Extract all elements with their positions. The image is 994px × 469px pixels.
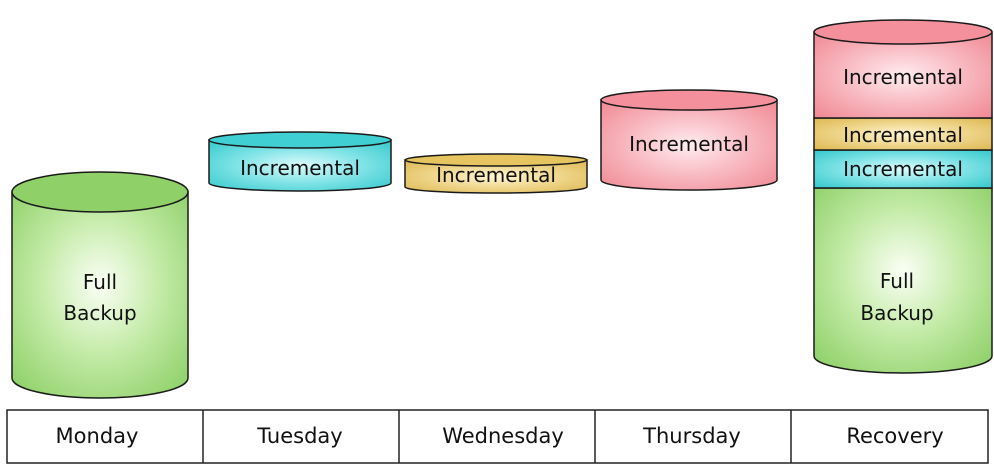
recovery-base-label-line1: Full bbox=[880, 269, 914, 293]
recovery-top-label: Incremental bbox=[843, 65, 963, 89]
monday-cylinder-label-line2: Backup bbox=[63, 301, 136, 325]
recovery-full-backup-segment: Full Backup bbox=[813, 187, 993, 374]
thursday-incremental-cylinder: Incremental bbox=[600, 89, 778, 191]
day-cell-recovery: Recovery bbox=[846, 424, 943, 448]
recovery-incremental-gold-segment: Incremental bbox=[813, 117, 993, 151]
recovery-incremental-pink-segment: Incremental bbox=[813, 19, 993, 119]
recovery-lower-label: Incremental bbox=[843, 157, 963, 181]
recovery-incremental-cyan-segment: Incremental bbox=[813, 149, 993, 189]
wednesday-incremental-cylinder: Incremental bbox=[404, 153, 588, 194]
day-table: Monday Tuesday Wednesday Thursday Recove… bbox=[6, 409, 989, 464]
monday-full-backup-cylinder: Full Backup bbox=[11, 171, 189, 399]
day-cell-thursday: Thursday bbox=[642, 424, 741, 448]
recovery-stacked-cylinder: Full Backup Incremental Incremental Incr… bbox=[813, 19, 993, 374]
day-cell-monday: Monday bbox=[56, 424, 139, 448]
wednesday-cylinder-label: Incremental bbox=[436, 163, 556, 187]
thursday-cylinder-label: Incremental bbox=[629, 132, 749, 156]
day-cell-wednesday: Wednesday bbox=[442, 424, 564, 448]
tuesday-cylinder-label: Incremental bbox=[240, 156, 360, 180]
recovery-base-label-line2: Backup bbox=[860, 301, 933, 325]
monday-cylinder-label-line1: Full bbox=[83, 270, 117, 294]
recovery-middle-label: Incremental bbox=[843, 123, 963, 147]
tuesday-incremental-cylinder: Incremental bbox=[208, 131, 392, 192]
day-cell-tuesday: Tuesday bbox=[256, 424, 342, 448]
